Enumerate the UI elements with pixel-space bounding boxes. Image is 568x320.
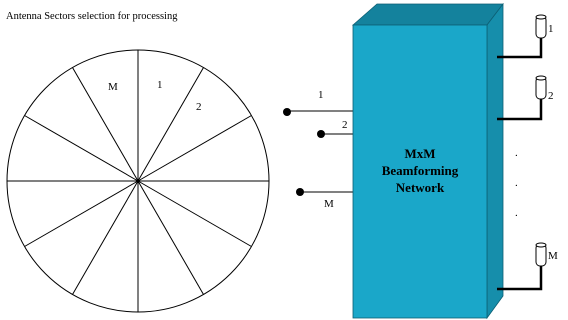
sector-divider-line [24,180,139,247]
input-ports: 1 2 M [283,89,353,210]
antenna-m-label: M [548,250,558,262]
sector-divider-line [137,180,252,247]
sector-label-1: 1 [157,79,163,91]
antenna-1-cap [535,14,547,20]
ellipsis-dot-3: . [515,207,518,219]
antenna-2-cap [535,75,547,81]
sector-label-m: M [108,81,118,93]
antenna-1: 1 [497,14,554,59]
beamforming-network-box: MxM Beamforming Network [351,2,504,320]
antenna-1-feed-line [497,38,543,59]
ellipsis-dot-2: . [515,177,518,189]
box-front-face [352,24,488,319]
input-port-1: 1 [283,89,353,116]
box-label-line-2: Beamforming [382,163,459,178]
antenna-m-feed-line [497,266,543,291]
antenna-sector-circle: M 1 2 [6,49,270,313]
box-label-line-1: MxM [404,146,435,161]
sector-divider-line [72,67,139,182]
box-side-face [486,2,504,320]
input-port-2-dot [317,130,325,138]
input-port-m-dot [296,188,304,196]
ellipsis-dot-1: . [515,147,518,159]
input-port-m-label: M [324,198,334,210]
output-antennas: 1 2 M . . . [497,14,558,291]
sector-divider-line [72,180,139,295]
box-label-line-3: Network [396,180,445,195]
input-port-2: 2 [317,119,353,138]
sector-divider-line [137,67,204,182]
input-port-m: M [296,188,353,210]
antenna-2-feed-line [497,99,543,121]
antenna-m: M [497,242,558,291]
sector-divider-lines [7,50,269,312]
input-port-1-dot [283,108,291,116]
input-port-2-label: 2 [342,119,348,131]
sector-label-2: 2 [196,101,202,113]
sector-divider-line [137,180,204,295]
box-top-face [351,3,504,26]
antenna-2: 2 [497,75,554,121]
diagram-title: Antenna Sectors selection for processing [6,11,178,22]
input-port-1-label: 1 [318,89,324,101]
sector-divider-line [137,115,252,182]
antenna-m-cap [535,242,547,248]
antenna-2-label: 2 [548,90,554,102]
antenna-1-label: 1 [548,23,554,35]
input-port-1-line [286,110,353,116]
sector-divider-line [24,115,139,182]
